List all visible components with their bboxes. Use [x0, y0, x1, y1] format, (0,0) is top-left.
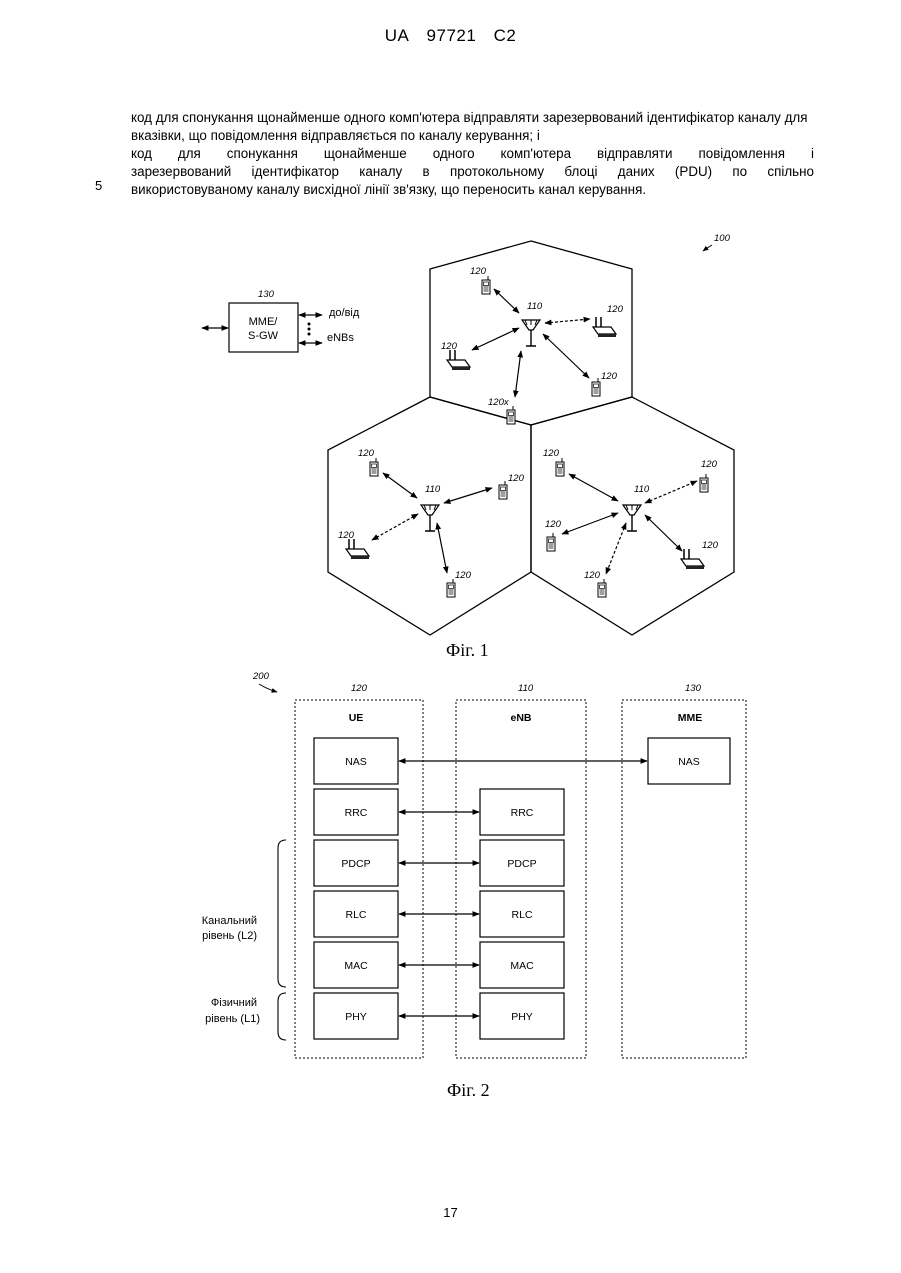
svg-text:MAC: MAC — [344, 960, 368, 972]
ue-laptop-icon — [447, 350, 470, 370]
enb-title: eNB — [510, 712, 531, 724]
ref-110: 110 — [425, 484, 441, 495]
enb-tower-icon — [522, 320, 540, 346]
ue-phone-icon — [499, 481, 507, 499]
claim-paragraph-2-line-2: зарезервований ідентифікатор каналу в пр… — [131, 163, 814, 181]
svg-text:PHY: PHY — [511, 1011, 533, 1023]
ref-120: 120 — [508, 473, 525, 484]
enb-tower-icon — [623, 505, 641, 531]
ue-layer-mac: MAC — [314, 942, 398, 988]
ref-120: 120 — [358, 448, 375, 459]
ue-laptop-icon — [681, 549, 704, 569]
ref-120: 120 — [702, 540, 719, 551]
ref-120x: 120x — [488, 397, 510, 408]
enb-ref: 110 — [518, 683, 534, 694]
ue-layer-phy: PHY — [314, 993, 398, 1039]
figure-2-caption: Фіг. 2 — [447, 1080, 490, 1101]
enbs-label: eNBs — [327, 332, 354, 344]
ref-100: 100 — [714, 233, 731, 244]
enb-layer-rlc: RLC — [480, 891, 564, 937]
ref-120: 120 — [601, 371, 618, 382]
ue-phone-icon — [507, 406, 515, 424]
mme-sgw-block: MME/ S-GW 130 до/від eNBs — [202, 289, 360, 352]
ue-laptop-icon — [593, 317, 616, 337]
ref-200: 200 — [252, 671, 270, 682]
top-cell: 110 120 120 120 120 120x — [441, 266, 624, 424]
enb-layer-rrc: RRC — [480, 789, 564, 835]
ref-110: 110 — [527, 301, 543, 312]
l2-brace — [278, 840, 286, 987]
country-code: UA — [385, 26, 410, 45]
patent-header: UA 97721 C2 — [0, 26, 901, 46]
ue-title: UE — [349, 712, 364, 724]
svg-text:RLC: RLC — [345, 909, 366, 921]
enb-tower-icon — [421, 505, 439, 531]
svg-text:MAC: MAC — [510, 960, 534, 972]
ue-layer-rlc: RLC — [314, 891, 398, 937]
svg-text:RRC: RRC — [345, 807, 368, 819]
claim-paragraph-2-line-3: використовуваному каналу висхідної лінії… — [131, 181, 814, 199]
mme-label-line-1: MME/ — [249, 316, 279, 328]
ref-120: 120 — [701, 459, 718, 470]
right-cell: 110 120 120 120 120 120 — [543, 448, 719, 597]
mme-ref: 130 — [685, 683, 702, 694]
ref-130: 130 — [258, 289, 275, 300]
svg-text:RLC: RLC — [511, 909, 532, 921]
patent-kind: C2 — [494, 26, 517, 45]
ue-phone-icon — [592, 378, 600, 396]
ref-120: 120 — [607, 304, 624, 315]
svg-text:NAS: NAS — [678, 756, 700, 768]
to-from-label: до/від — [329, 307, 360, 319]
svg-text:PDCP: PDCP — [341, 858, 370, 870]
ref-120: 120 — [441, 341, 458, 352]
l2-label-line-2: рівень (L2) — [202, 930, 257, 942]
line-number: 5 — [95, 178, 102, 193]
ref-120: 120 — [543, 448, 560, 459]
enb-layer-mac: MAC — [480, 942, 564, 988]
ue-phone-icon — [482, 276, 490, 294]
ref-120: 120 — [545, 519, 562, 530]
figure-2-protocol-stack: 200 120 UE 110 eNB 130 MME NAS RRC PDCP … — [0, 668, 901, 1073]
enb-layer-phy: PHY — [480, 993, 564, 1039]
ref-120: 120 — [338, 530, 355, 541]
ue-laptop-icon — [346, 539, 369, 559]
l1-label-line-2: рівень (L1) — [205, 1013, 260, 1025]
page-number: 17 — [0, 1205, 901, 1220]
svg-text:PDCP: PDCP — [507, 858, 536, 870]
ue-layer-nas: NAS — [314, 738, 398, 784]
l2-label-line-1: Канальний — [202, 915, 257, 927]
svg-text:PHY: PHY — [345, 1011, 367, 1023]
ue-layer-pdcp: PDCP — [314, 840, 398, 886]
ref-110: 110 — [634, 484, 650, 495]
ue-ref: 120 — [351, 683, 368, 694]
figure-1-caption: Фіг. 1 — [446, 640, 489, 661]
l1-brace — [278, 993, 286, 1040]
ref-120: 120 — [455, 570, 472, 581]
ue-phone-icon — [556, 458, 564, 476]
ue-phone-icon — [598, 579, 606, 597]
ue-phone-icon — [447, 579, 455, 597]
svg-text:NAS: NAS — [345, 756, 367, 768]
ue-phone-icon — [547, 533, 555, 551]
mme-title: MME — [678, 712, 703, 724]
mme-layer-nas: NAS — [648, 738, 730, 784]
patent-number: 97721 — [427, 26, 477, 45]
claim-paragraph-1: код для спонукання щонайменше одного ком… — [131, 109, 814, 145]
ref-120: 120 — [584, 570, 601, 581]
enb-layer-pdcp: PDCP — [480, 840, 564, 886]
ue-phone-icon — [370, 458, 378, 476]
svg-text:RRC: RRC — [511, 807, 534, 819]
l1-label-line-1: Фізичний — [211, 997, 257, 1009]
ref-120: 120 — [470, 266, 487, 277]
figure-1-network-diagram: MME/ S-GW 130 до/від eNBs 100 110 120 12… — [0, 225, 901, 670]
ue-layer-rrc: RRC — [314, 789, 398, 835]
claim-paragraph-2-line-1: код для спонукання щонайменше одного ком… — [131, 145, 814, 163]
left-cell: 110 120 120 120 120 — [338, 448, 525, 597]
mme-label-line-2: S-GW — [248, 330, 279, 342]
ue-phone-icon — [700, 474, 708, 492]
